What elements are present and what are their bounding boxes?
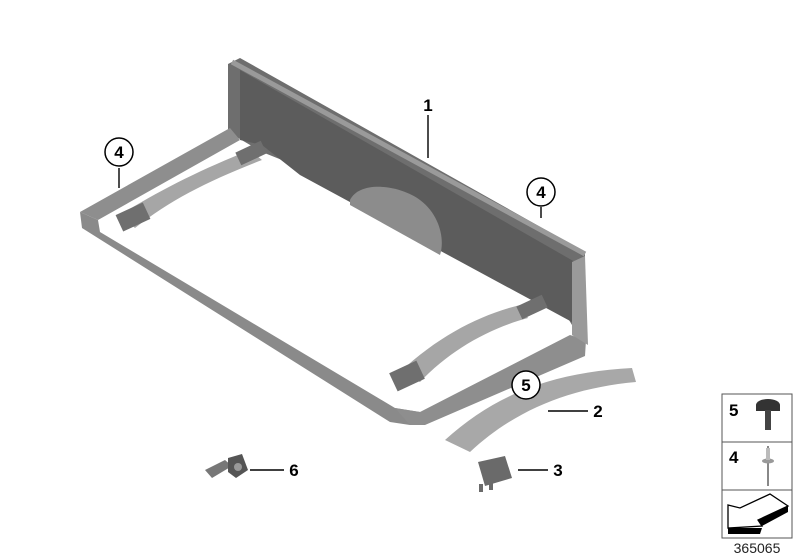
- callout-4-left: 4: [114, 143, 124, 162]
- callout-5: 5: [521, 376, 530, 395]
- part-2-strap[interactable]: [445, 368, 636, 452]
- callout-1: 1: [423, 96, 432, 115]
- callout-3: 3: [553, 461, 562, 480]
- callout-6: 6: [289, 461, 298, 480]
- legend-number-5: 5: [729, 401, 738, 420]
- part-1-frame-with-panel[interactable]: [80, 58, 588, 425]
- knob-rivet-icon: [756, 399, 780, 430]
- callout-circle-5: [511, 370, 541, 400]
- arrow-direction-icon: [727, 493, 790, 534]
- legend-box: 5 4: [721, 393, 793, 539]
- diagram-number: 365065: [734, 540, 781, 556]
- callout-circle-4-left: [104, 137, 134, 167]
- part-6-bracket[interactable]: [205, 454, 248, 478]
- blind-rivet-icon: [762, 446, 774, 486]
- callout-circle-4-right: [526, 177, 556, 207]
- part-3-clip[interactable]: [478, 456, 512, 492]
- callout-2: 2: [593, 402, 602, 421]
- legend-number-4: 4: [729, 448, 739, 467]
- callout-4-right: 4: [536, 183, 546, 202]
